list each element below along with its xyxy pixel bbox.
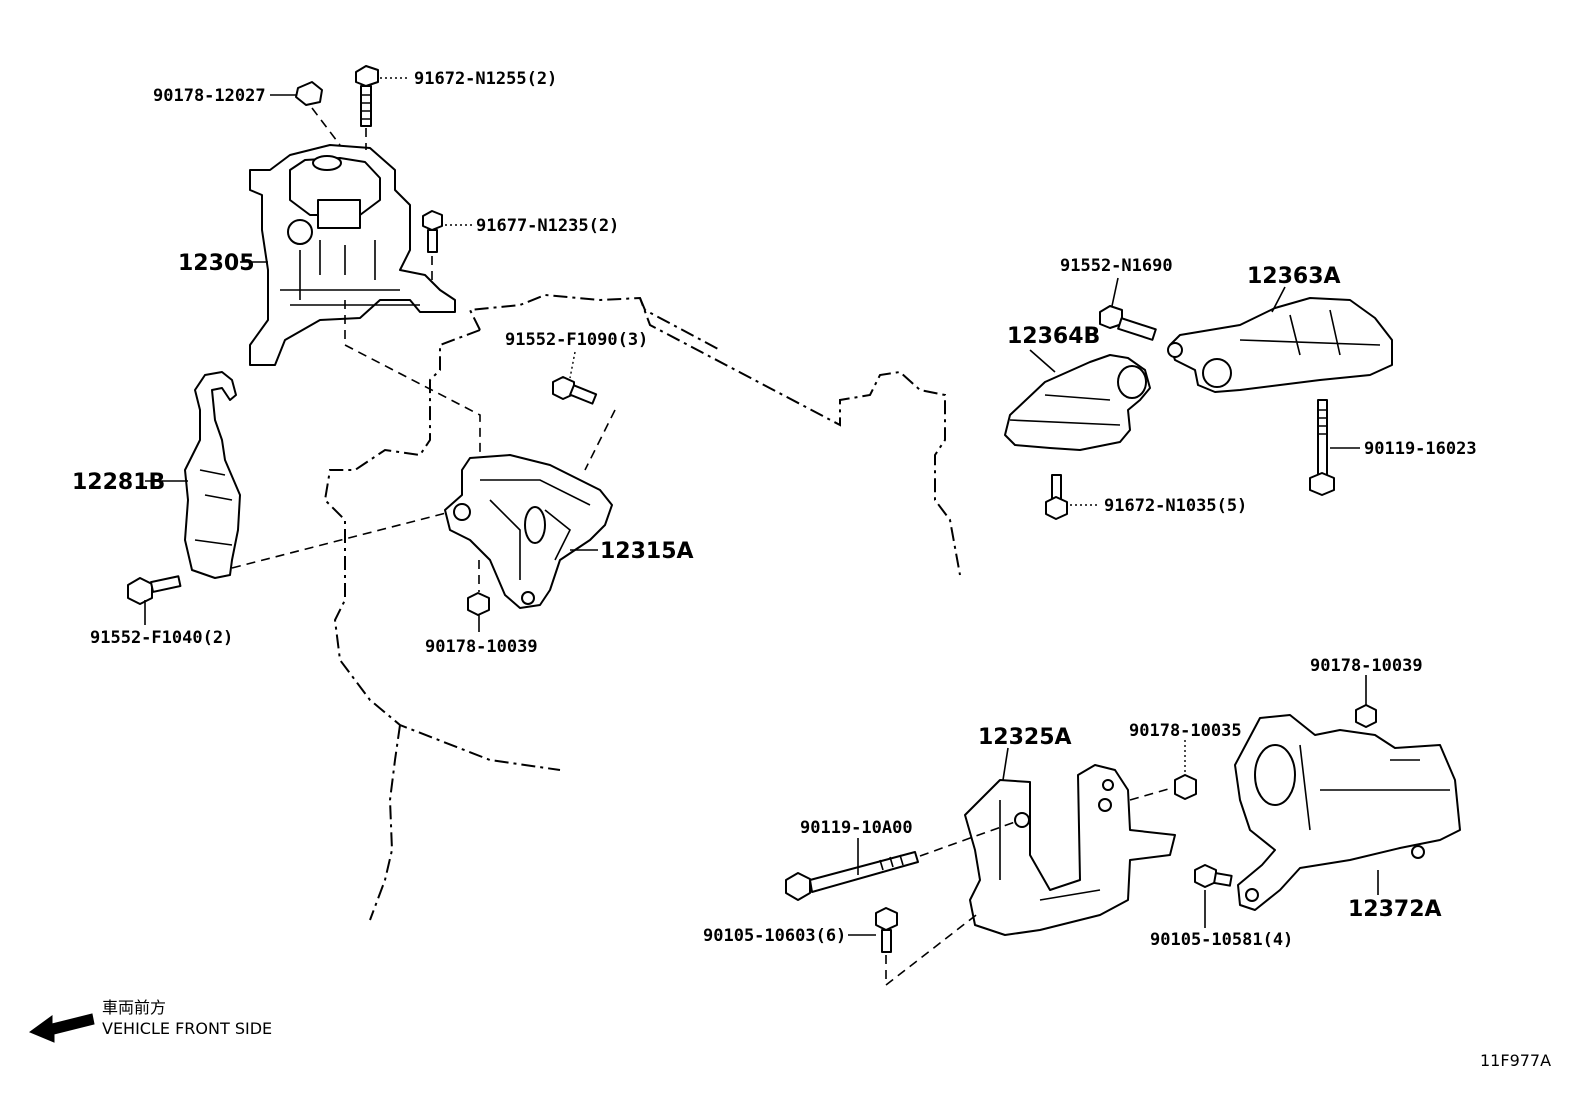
nut-90178-10035	[1129, 774, 1197, 801]
label-90119-10A00: 90119-10A00	[800, 818, 913, 838]
bolt-91672-N1035	[1045, 474, 1068, 520]
label-90178-12027: 90178-12027	[153, 86, 266, 106]
bolt-90105-10603	[875, 907, 981, 987]
label-91552-N1690: 91552-N1690	[1060, 256, 1173, 276]
label-12281B: 12281B	[72, 470, 165, 495]
bracket-12325A	[964, 764, 1176, 936]
bolt-91677-N1235	[422, 210, 443, 280]
nut-90178-10039-a	[467, 560, 490, 616]
guide-12305-12315A	[344, 300, 481, 460]
bolt-91552-F1090	[552, 376, 598, 405]
label-90178-10035: 90178-10035	[1129, 721, 1242, 741]
mount-12372A	[1234, 714, 1461, 911]
engine-mount-12305	[249, 144, 456, 366]
label-91552-F1040: 91552-F1040(2)	[90, 628, 233, 648]
label-90178-10039-b: 90178-10039	[1310, 656, 1423, 676]
label-12305: 12305	[178, 251, 255, 276]
label-91672-N1255: 91672-N1255(2)	[414, 69, 557, 89]
label-12372A: 12372A	[1348, 897, 1442, 922]
label-91552-F1090: 91552-F1090(3)	[505, 330, 648, 350]
label-90105-10603: 90105-10603(6)	[703, 926, 846, 946]
leader-lines	[144, 77, 1379, 936]
label-90119-16023: 90119-16023	[1364, 439, 1477, 459]
nut-90178-12027	[295, 81, 341, 146]
bolt-90119-10A00	[785, 821, 1016, 901]
label-90178-10039-a: 90178-10039	[425, 637, 538, 657]
guide-12281B-12315A	[231, 511, 451, 569]
label-12363A: 12363A	[1247, 264, 1341, 289]
label-12315A: 12315A	[600, 539, 694, 564]
bolt-91672-N1255	[355, 65, 379, 150]
nut-90178-10039-b	[1355, 704, 1377, 728]
bracket-12315A	[444, 454, 613, 609]
bracket-12281B	[184, 371, 241, 579]
label-12364B: 12364B	[1007, 324, 1100, 349]
figure-code: 11F977A	[1480, 1051, 1551, 1070]
bolt-90105-10581	[1194, 864, 1233, 888]
guide-91552-F1090	[584, 409, 616, 471]
label-91677-N1235: 91677-N1235(2)	[476, 216, 619, 236]
bolt-90119-16023	[1309, 399, 1335, 496]
front-direction-indicator: 車両前方 VEHICLE FRONT SIDE	[28, 998, 272, 1043]
direction-label-en: VEHICLE FRONT SIDE	[102, 1019, 272, 1038]
bolt-91552-N1690	[1099, 305, 1157, 341]
direction-label-jp: 車両前方	[102, 998, 166, 1017]
label-91672-N1035: 91672-N1035(5)	[1104, 496, 1247, 516]
torque-rod-12363A	[1167, 297, 1393, 393]
mount-12364B	[1004, 354, 1151, 451]
label-12325A: 12325A	[978, 725, 1072, 750]
label-90105-10581: 90105-10581(4)	[1150, 930, 1293, 950]
bolt-91552-F1040	[127, 575, 182, 605]
engine-outline	[323, 293, 961, 921]
front-arrow-icon	[28, 1013, 95, 1043]
